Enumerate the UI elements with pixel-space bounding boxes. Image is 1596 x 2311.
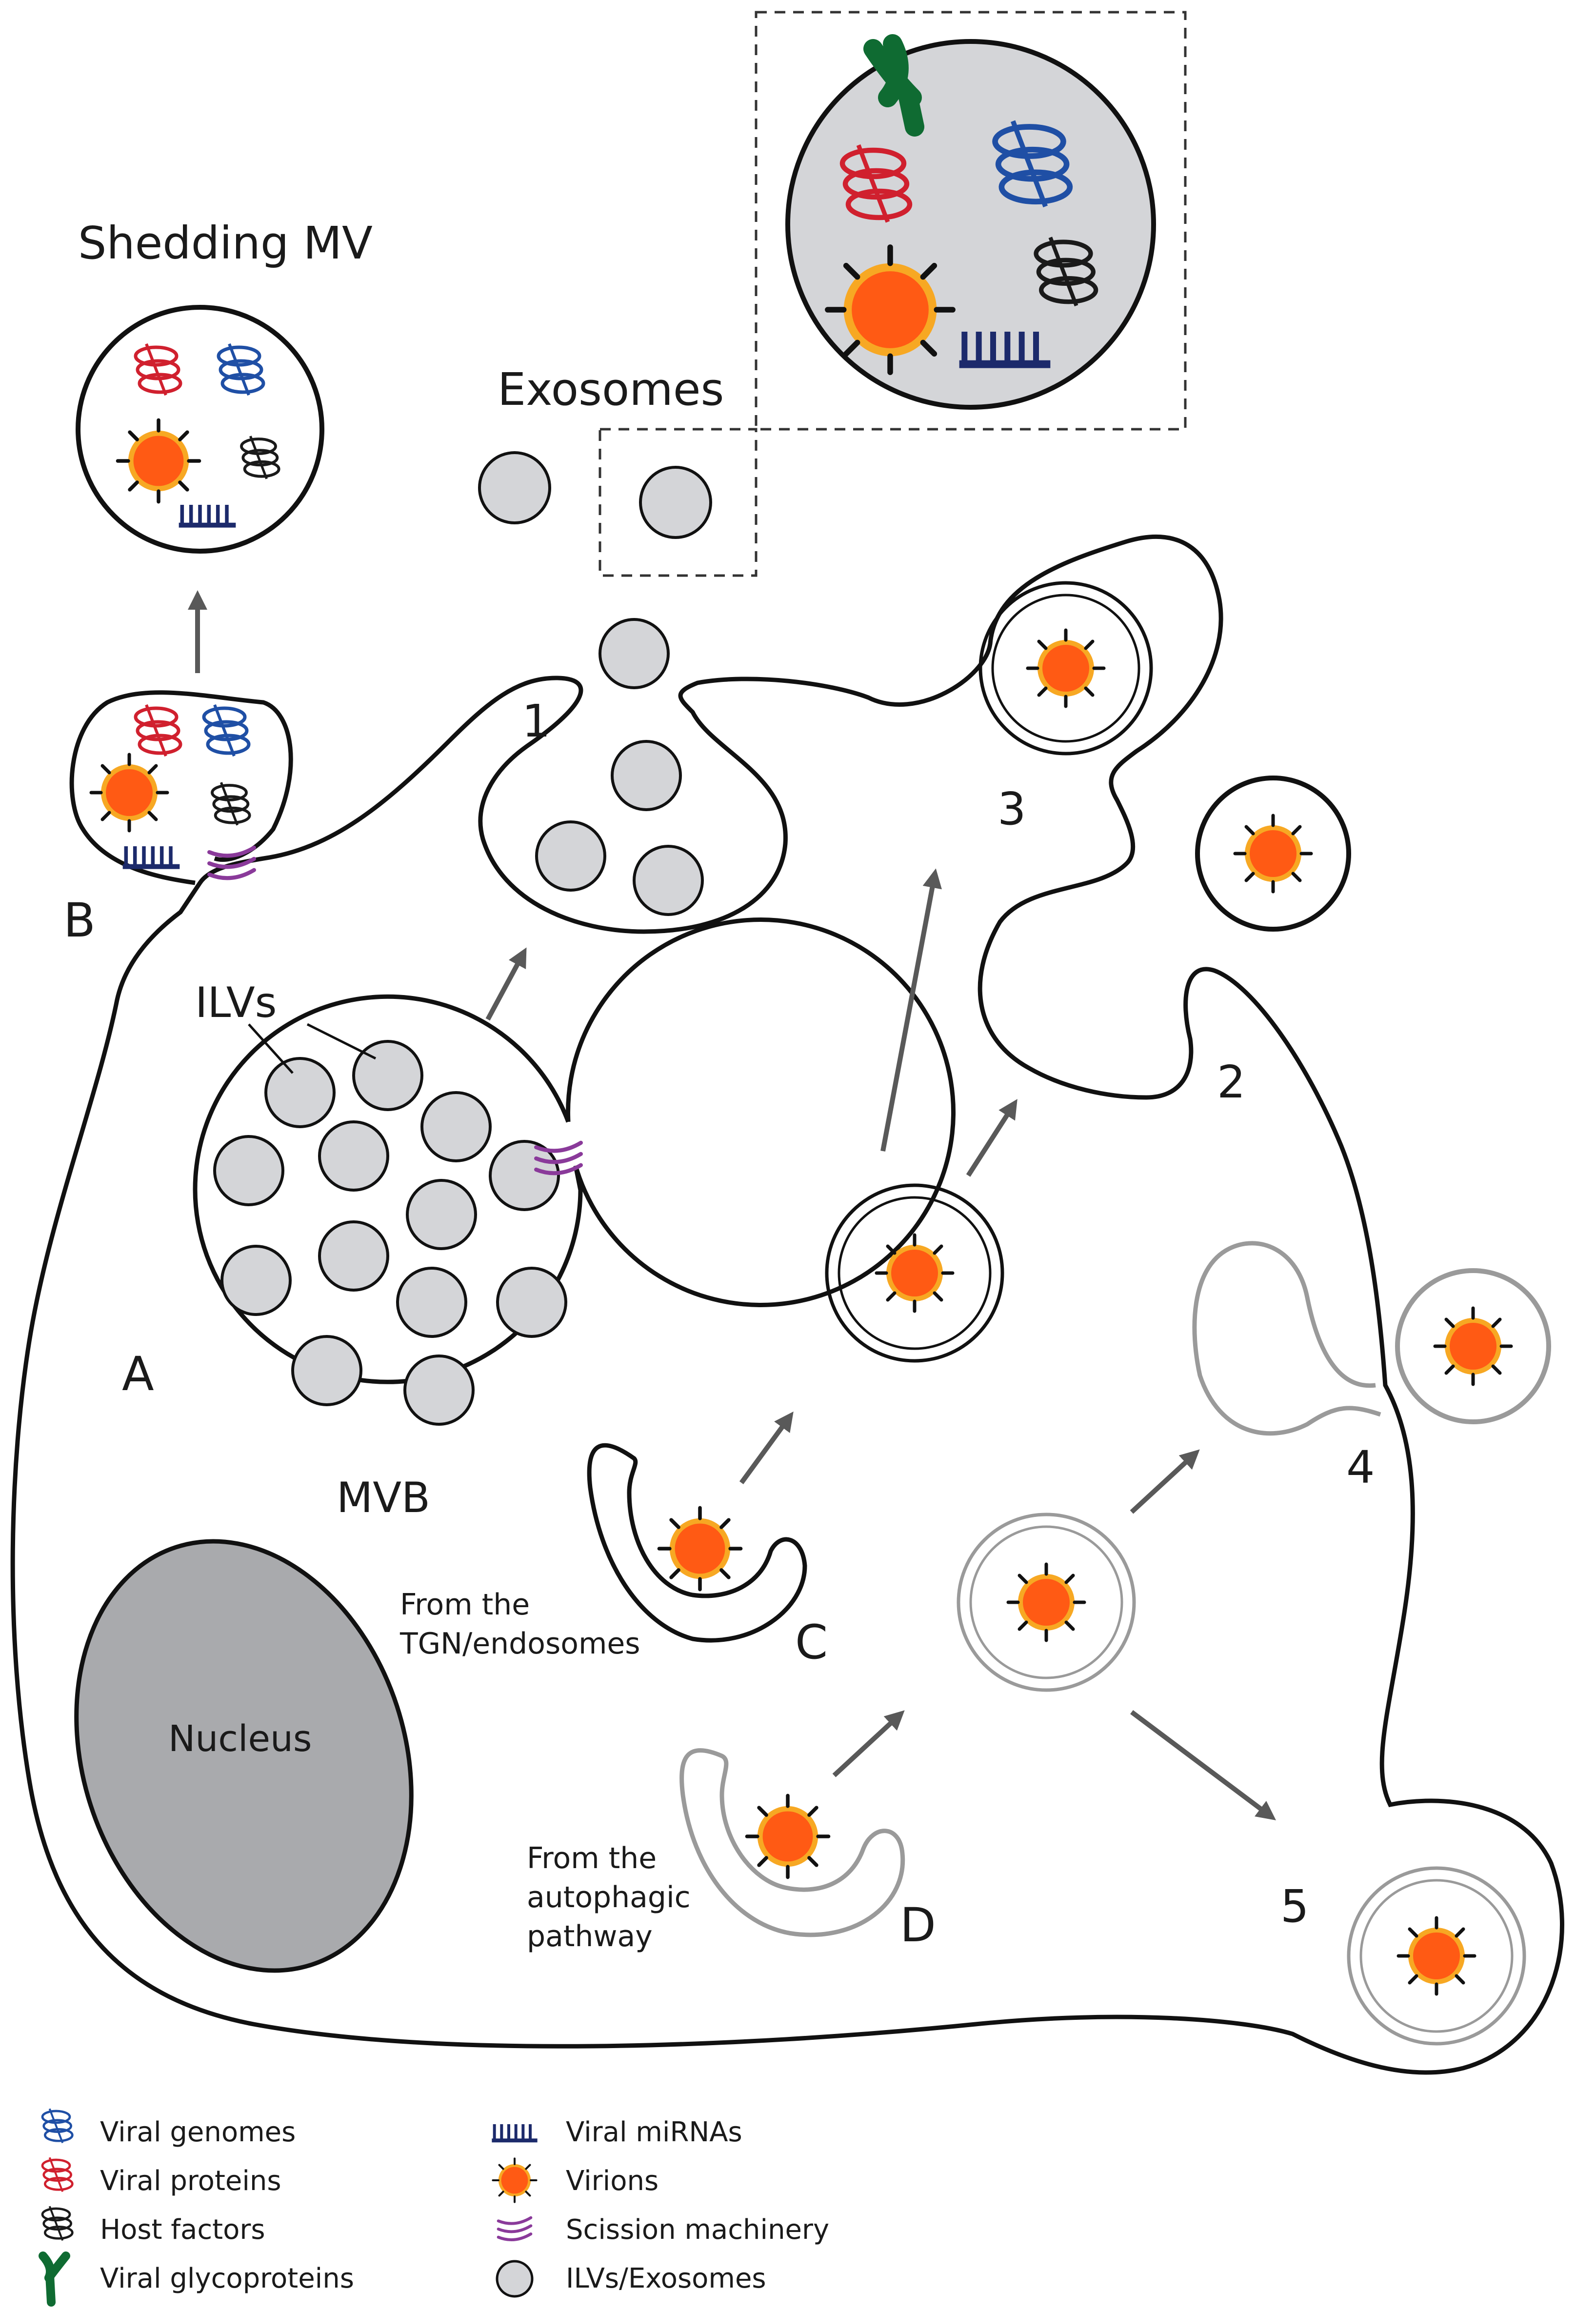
ilv: [611, 740, 682, 811]
viral-glycoprotein-icon: [863, 34, 924, 137]
site-4-bud: [1192, 1241, 1381, 1436]
arrow-d-to-vesicle: [832, 1710, 905, 1777]
virion-icon: [1008, 1564, 1084, 1640]
legend-item-viral-mirnas: Viral miRNAs: [492, 2116, 742, 2148]
virion-icon: [877, 1235, 953, 1311]
tgn-endosome-phagophore: [587, 1443, 807, 1643]
virion-icon: [118, 420, 199, 501]
mvb-label: MVB: [337, 1474, 430, 1522]
letter-c-label: C: [795, 1615, 828, 1670]
host-factor-icon: [42, 2206, 72, 2240]
virion-icon: [1235, 816, 1311, 892]
arrow-to-site-5: [1130, 1710, 1276, 1820]
arrow-to-site-2: [966, 1099, 1017, 1177]
site-4-label: 4: [1346, 1441, 1375, 1494]
legend-item-viral-genomes: Viral genomes: [42, 2109, 296, 2148]
exosome: [639, 466, 712, 539]
amphisome-outer: [978, 581, 1153, 756]
legend-item-viral-glycoproteins: Viral glycoproteins: [39, 2251, 354, 2307]
legend-label: Host factors: [100, 2214, 265, 2246]
legend-item-scission-machinery: Scission machinery: [499, 2214, 829, 2246]
double-membrane-vesicle-outer: [825, 1183, 1004, 1363]
ilv: [535, 820, 606, 892]
ilvs-pointer: [248, 1023, 294, 1074]
double-membrane-vesicle-inner: [838, 1196, 992, 1350]
legend-label: Scission machinery: [566, 2214, 829, 2246]
amphisome-inner: [991, 594, 1140, 743]
budding-microvesicle: [69, 690, 293, 885]
exosome-zoom-detail-box: [755, 11, 1187, 431]
ilv-released: [598, 618, 670, 689]
from-tgn-label-line-2: TGN/endosomes: [399, 1627, 640, 1661]
zoomed-exosome: [785, 39, 1156, 410]
legend-item-viral-proteins: Viral proteins: [42, 2157, 281, 2197]
exosome: [478, 451, 551, 524]
arrow-mvb-to-site-1: [485, 947, 527, 1021]
arrow-to-site-4: [1130, 1449, 1200, 1514]
autophagic-phagophore: [679, 1748, 905, 1937]
viral-glycoprotein-icon: [39, 2251, 70, 2307]
legend-item-ilvs-exosomes: ILVs/Exosomes: [496, 2260, 766, 2298]
virion-icon: [1398, 1918, 1475, 1994]
from-autophagic-label-line-1: From the: [527, 1841, 657, 1875]
viral-mirna-icon: [123, 846, 180, 869]
letter-b-label: B: [63, 893, 96, 948]
legend-item-host-factors: Host factors: [42, 2206, 265, 2246]
legend-item-virions: Virions: [492, 2157, 658, 2203]
ilv-exosome-icon: [496, 2260, 534, 2298]
site-2-label: 2: [1217, 1056, 1246, 1108]
legend-label: Viral glycoproteins: [100, 2263, 354, 2294]
host-factor-icon: [212, 782, 250, 825]
arrow-to-site-3: [880, 868, 942, 1152]
virion-icon: [747, 1795, 828, 1877]
nucleus-label: Nucleus: [168, 1718, 312, 1760]
site-5-vesicle-outer: [1347, 1866, 1526, 2046]
legend-label: ILVs/Exosomes: [566, 2263, 766, 2294]
ilv: [633, 845, 704, 916]
arrow-c-to-vesicle: [739, 1411, 794, 1484]
mvb: [193, 917, 956, 1384]
virion-icon: [1435, 1308, 1511, 1384]
shedding-mv-label: Shedding MV: [78, 217, 373, 269]
letter-d-label: D: [900, 1898, 936, 1952]
from-autophagic-label-line-2: autophagic: [527, 1880, 691, 1914]
site-1-label: 1: [522, 695, 551, 747]
scission-machinery-icon: [499, 2218, 531, 2240]
site-5-vesicle-inner: [1359, 1879, 1514, 2033]
virion-icon: [659, 1508, 740, 1589]
viral-genome-icon: [42, 2109, 72, 2143]
autophagosome-outer: [957, 1513, 1136, 1692]
exosomes-label: Exosomes: [498, 363, 724, 416]
virion-icon: [1028, 630, 1104, 706]
autophagosome-inner: [969, 1525, 1123, 1679]
cell-membrane: [10, 534, 1564, 2075]
letter-a-label: A: [122, 1347, 154, 1401]
legend: Viral genomes Viral proteins Host factor…: [39, 2109, 829, 2307]
mvb-ilvs: [213, 1040, 567, 1426]
viral-protein-icon: [42, 2157, 72, 2191]
virion-icon: [828, 247, 953, 372]
legend-label: Viral proteins: [100, 2165, 281, 2197]
ilvs-pointer: [306, 1023, 377, 1060]
viral-protein-icon: [136, 705, 180, 756]
exosome-zoom-box: [598, 428, 758, 577]
legend-label: Viral genomes: [100, 2116, 296, 2148]
legend-label: Viral miRNAs: [566, 2116, 742, 2148]
site-5-label: 5: [1280, 1880, 1309, 1932]
from-autophagic-label-line-3: pathway: [527, 1919, 653, 1953]
nucleus: [74, 1539, 414, 1973]
ilvs-label: ILVs: [195, 978, 277, 1027]
from-tgn-label-line-1: From the: [400, 1588, 530, 1622]
site-3-label: 3: [998, 783, 1026, 835]
viral-mirna-icon: [492, 2124, 537, 2142]
legend-label: Virions: [566, 2165, 658, 2197]
virion-icon: [492, 2157, 538, 2203]
virion-icon: [91, 755, 167, 831]
viral-genome-icon: [204, 705, 249, 756]
